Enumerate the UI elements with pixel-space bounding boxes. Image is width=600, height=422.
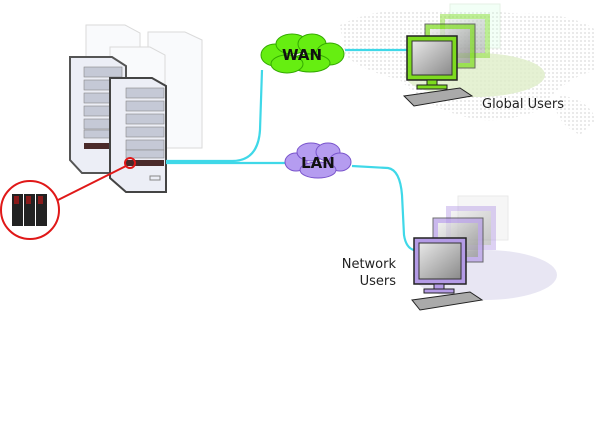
network-users-workstations xyxy=(411,195,557,311)
global-users-workstations xyxy=(402,3,545,107)
wan-cloud: WAN xyxy=(260,33,345,74)
wan-link xyxy=(166,69,264,163)
lan-label: LAN xyxy=(301,154,335,172)
keyboard-icon xyxy=(411,291,484,311)
keyboard-icon xyxy=(402,87,474,107)
lan-to-network-link xyxy=(351,164,415,252)
monitor-icon xyxy=(406,35,458,90)
monitor-icon xyxy=(413,237,467,294)
global-users-label: Global Users xyxy=(482,97,564,112)
wan-label: WAN xyxy=(282,46,322,64)
network-users-label-line1: Network xyxy=(342,257,397,272)
module-callout xyxy=(0,157,136,240)
lan-cloud: LAN xyxy=(284,142,352,179)
network-users-label-line2: Users xyxy=(360,274,397,289)
converter-module-icon xyxy=(12,194,47,226)
network-links xyxy=(166,48,415,252)
server-rack-front xyxy=(109,77,167,193)
